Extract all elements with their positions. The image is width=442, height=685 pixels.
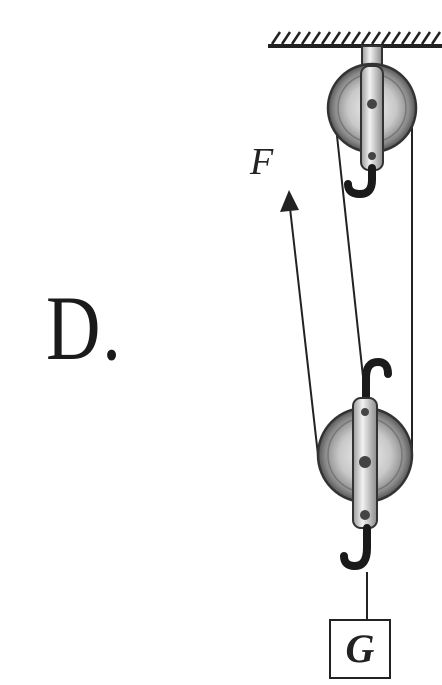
ceiling-hatch (270, 31, 442, 45)
ceiling-support (268, 31, 442, 48)
movable-pulley-bottom-hook (340, 524, 371, 571)
force-label: F (250, 141, 274, 183)
movable-pulley-axle (359, 456, 371, 468)
ropes (289, 107, 413, 622)
rope-fixed-pulley-left (333, 107, 366, 396)
force-arrowhead (280, 190, 299, 212)
weight-label: G (345, 626, 375, 671)
option-letter: D. (46, 277, 123, 379)
fixed-pulley-hook (344, 164, 376, 199)
fixed-pulley-axle (367, 99, 377, 109)
weight-block (329, 619, 391, 679)
movable-pulley-top-hook (362, 357, 392, 402)
movable-pulley (316, 357, 414, 571)
fixed-pulley (326, 45, 418, 199)
force-arrow (280, 190, 299, 212)
rope-free-end (289, 207, 319, 456)
